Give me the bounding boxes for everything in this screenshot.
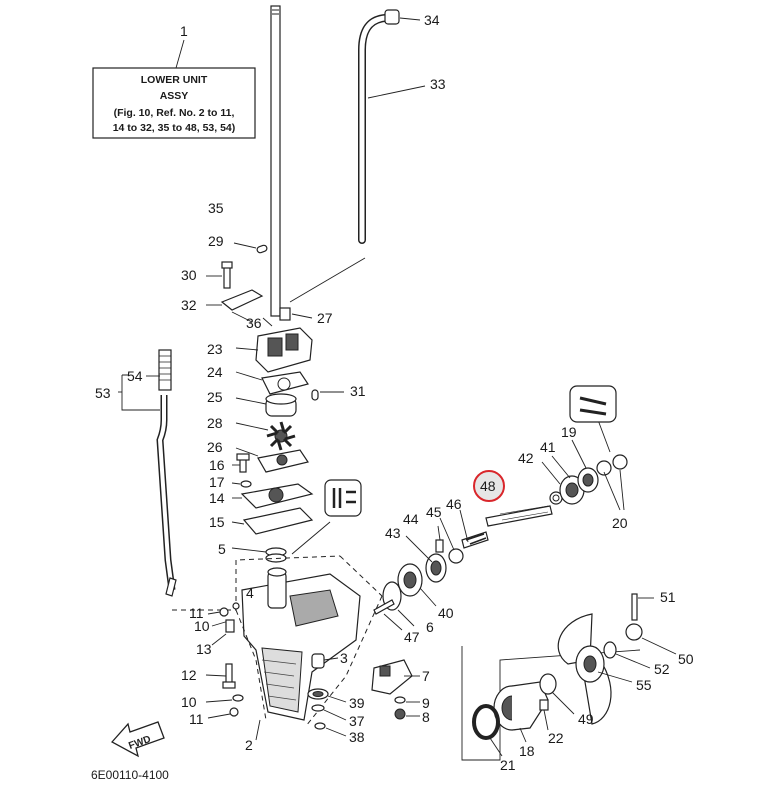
label-4[interactable]: 4 <box>246 585 254 601</box>
label-40[interactable]: 40 <box>438 605 454 621</box>
label-37[interactable]: 37 <box>349 713 365 729</box>
label-42[interactable]: 42 <box>518 450 534 466</box>
label-26[interactable]: 26 <box>207 439 223 455</box>
label-14[interactable]: 14 <box>209 490 225 506</box>
label-30[interactable]: 30 <box>181 267 197 283</box>
label-47[interactable]: 47 <box>404 629 420 645</box>
label-9[interactable]: 9 <box>422 695 430 711</box>
label-19[interactable]: 19 <box>561 424 577 440</box>
label-50[interactable]: 50 <box>678 651 694 667</box>
assy-box-line4: 14 to 32, 35 to 48, 53, 54) <box>113 122 236 134</box>
label-33[interactable]: 33 <box>430 76 446 92</box>
label-1: 1 <box>180 23 188 39</box>
shift-rod-lower <box>118 349 177 597</box>
label-5[interactable]: 5 <box>218 541 226 557</box>
label-35[interactable]: 35 <box>208 200 224 216</box>
lower-unit-assy-callout: 1 LOWER UNIT ASSY (Fig. 10, Ref. No. 2 t… <box>92 23 256 139</box>
label-43[interactable]: 43 <box>385 525 401 541</box>
label-32[interactable]: 32 <box>181 297 197 313</box>
assy-box-line1: LOWER UNIT <box>141 74 208 86</box>
label-17[interactable]: 17 <box>209 474 225 490</box>
label-11b[interactable]: 11 <box>189 711 204 727</box>
label-46[interactable]: 46 <box>446 496 462 512</box>
label-25[interactable]: 25 <box>207 389 223 405</box>
label-8[interactable]: 8 <box>422 709 430 725</box>
label-38[interactable]: 38 <box>349 729 365 745</box>
label-24[interactable]: 24 <box>207 364 223 380</box>
label-18[interactable]: 18 <box>519 743 535 759</box>
label-6[interactable]: 6 <box>426 619 434 635</box>
diagram-code: 6E00110-4100 <box>91 768 169 782</box>
propeller-assembly <box>461 593 677 761</box>
label-55[interactable]: 55 <box>636 677 652 693</box>
label-15[interactable]: 15 <box>209 514 225 530</box>
label-51[interactable]: 51 <box>660 589 676 605</box>
casing-bolts <box>205 602 244 719</box>
assy-box-line2: ASSY <box>160 90 189 102</box>
assy-box <box>92 67 256 139</box>
lower-casing <box>172 555 383 741</box>
highlight-ring-48 <box>473 470 505 502</box>
label-34[interactable]: 34 <box>424 12 440 28</box>
label-49[interactable]: 49 <box>578 711 594 727</box>
label-41[interactable]: 41 <box>540 439 556 455</box>
label-23[interactable]: 23 <box>207 341 223 357</box>
water-pump <box>235 327 344 473</box>
label-45[interactable]: 45 <box>426 504 442 520</box>
label-11a[interactable]: 11 <box>189 605 204 621</box>
shift-rod <box>270 5 281 317</box>
rod-35-shape <box>270 5 281 317</box>
label-21[interactable]: 21 <box>500 757 516 773</box>
label-10a[interactable]: 10 <box>194 618 210 634</box>
label-53[interactable]: 53 <box>95 385 111 401</box>
seal-housing <box>231 453 362 563</box>
label-7[interactable]: 7 <box>422 668 430 684</box>
label-27[interactable]: 27 <box>317 310 333 326</box>
label-10b[interactable]: 10 <box>181 694 197 710</box>
label-36[interactable]: 36 <box>246 315 262 331</box>
lower-right-small-parts <box>307 653 420 737</box>
label-54[interactable]: 54 <box>127 368 143 384</box>
label-2[interactable]: 2 <box>245 737 253 753</box>
label-39[interactable]: 39 <box>349 695 365 711</box>
label-22[interactable]: 22 <box>548 730 564 746</box>
assy-box-line3: (Fig. 10, Ref. No. 2 to 11, <box>114 107 235 119</box>
label-12[interactable]: 12 <box>181 667 197 683</box>
propeller-shaft <box>373 385 628 631</box>
water-tube <box>289 9 426 303</box>
label-13[interactable]: 13 <box>196 641 212 657</box>
label-52[interactable]: 52 <box>654 661 670 677</box>
label-3[interactable]: 3 <box>340 650 348 666</box>
label-16[interactable]: 16 <box>209 457 225 473</box>
label-20[interactable]: 20 <box>612 515 628 531</box>
upper-small-parts <box>206 242 313 327</box>
label-31[interactable]: 31 <box>350 383 366 399</box>
cap-34-shape <box>384 9 400 25</box>
label-28[interactable]: 28 <box>207 415 223 431</box>
part-labels: 34 33 35 29 30 32 36 27 23 24 31 25 28 2… <box>95 12 694 773</box>
label-44[interactable]: 44 <box>403 511 419 527</box>
label-48[interactable]: 48 <box>480 478 496 494</box>
label-29[interactable]: 29 <box>208 233 224 249</box>
fwd-arrow: FWD <box>110 721 165 758</box>
